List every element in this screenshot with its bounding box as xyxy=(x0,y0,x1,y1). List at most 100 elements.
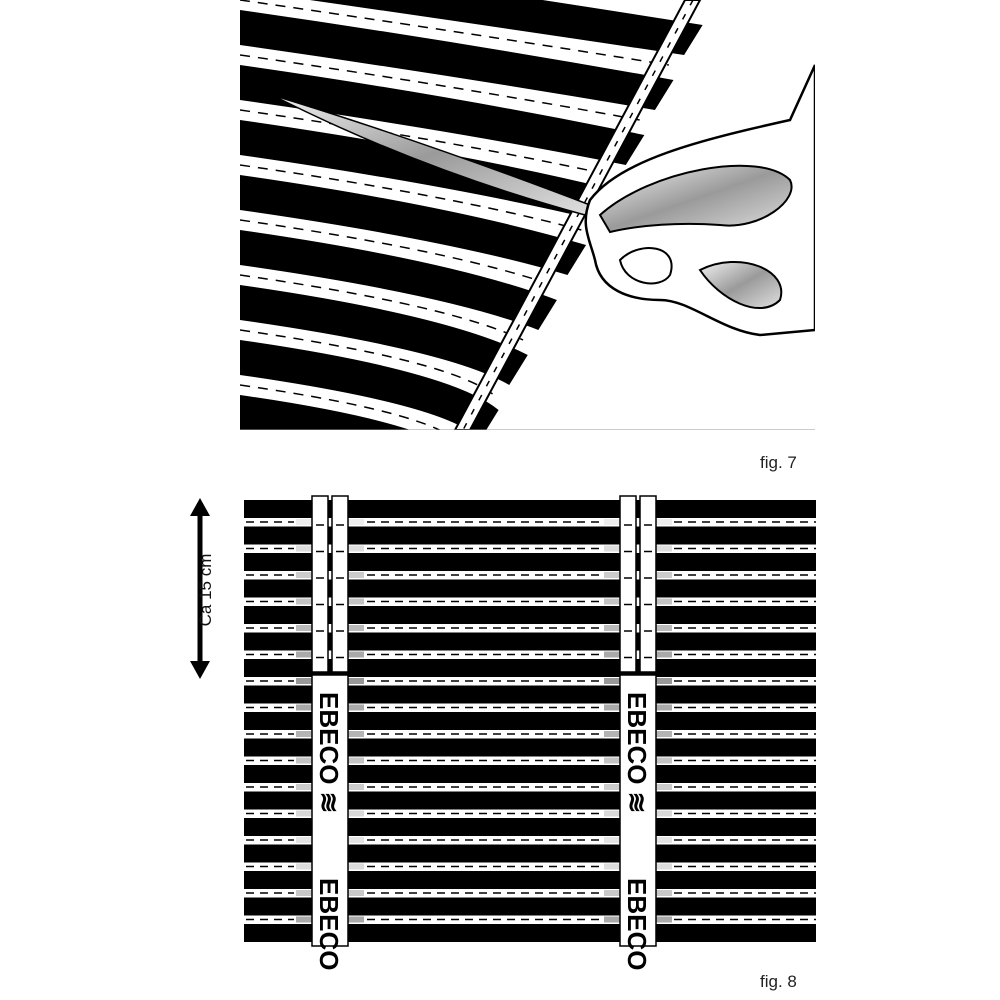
busbar xyxy=(331,495,349,673)
black-heating-strip xyxy=(240,230,557,330)
connection-tab xyxy=(604,572,620,578)
connection-tab xyxy=(604,678,620,684)
connection-tab xyxy=(348,863,364,870)
connection-tab xyxy=(348,810,364,817)
connection-tab xyxy=(296,572,312,578)
black-heating-strip xyxy=(244,526,816,545)
black-heating-strip xyxy=(244,579,816,598)
black-heating-strip xyxy=(244,712,816,730)
connection-tab xyxy=(296,784,312,790)
connection-tab xyxy=(604,651,620,658)
connection-tab xyxy=(348,572,364,578)
connection-tab xyxy=(348,731,364,737)
connection-tab xyxy=(348,519,364,525)
connection-tab xyxy=(656,651,672,658)
heating-film-stripes xyxy=(240,0,703,430)
scissor-handle-lower xyxy=(698,261,783,310)
brand-band xyxy=(619,674,657,947)
connection-tab xyxy=(296,598,312,605)
connection-tab xyxy=(656,625,672,631)
connection-tab xyxy=(656,757,672,764)
brand-band xyxy=(311,674,349,947)
connection-tab xyxy=(604,916,620,923)
connection-tab xyxy=(604,757,620,764)
strip-dashes xyxy=(240,164,582,231)
busbar-dashes xyxy=(462,0,694,430)
connection-tab xyxy=(348,625,364,631)
brand-logo-text: EBECO ≋ xyxy=(622,692,652,813)
black-heating-strip xyxy=(244,924,816,942)
strip-dashes xyxy=(240,329,495,396)
connection-tab xyxy=(296,757,312,764)
connection-tab xyxy=(296,678,312,684)
busbar xyxy=(619,495,637,673)
black-heating-strip xyxy=(240,65,645,165)
connection-tab xyxy=(604,784,620,790)
connection-tab xyxy=(656,810,672,817)
fig8-caption: fig. 8 xyxy=(760,972,797,991)
connection-tab xyxy=(296,519,312,525)
black-heating-strip xyxy=(244,500,816,518)
connection-tab xyxy=(296,625,312,631)
black-heating-strip xyxy=(244,844,816,863)
connection-tab xyxy=(604,810,620,817)
connection-tab xyxy=(656,704,672,711)
connection-tab xyxy=(656,784,672,790)
connection-tab xyxy=(656,916,672,923)
connection-tab xyxy=(656,890,672,896)
black-heating-strip xyxy=(244,871,816,889)
black-heating-strip xyxy=(240,340,499,430)
connection-tab xyxy=(604,625,620,631)
connection-tab xyxy=(348,678,364,684)
black-heating-strip xyxy=(244,606,816,624)
strip-dashes xyxy=(240,219,553,286)
connection-tab xyxy=(348,545,364,552)
connection-tab xyxy=(604,519,620,525)
connection-tab xyxy=(348,837,364,843)
connection-tab xyxy=(656,545,672,552)
connection-tab xyxy=(604,598,620,605)
connection-tab xyxy=(296,545,312,552)
connection-tab xyxy=(348,890,364,896)
black-heating-strip xyxy=(244,897,816,916)
black-heating-strip xyxy=(240,10,674,110)
scissor-handle xyxy=(598,164,793,234)
black-heating-strip xyxy=(244,632,816,651)
black-heating-strip xyxy=(244,765,816,783)
black-heating-strip xyxy=(244,818,816,836)
dimension-arrow xyxy=(190,498,210,679)
connection-tab xyxy=(604,704,620,711)
strip-dashes xyxy=(240,109,611,176)
strip-dashes xyxy=(240,384,442,430)
busbar xyxy=(639,495,657,673)
connection-tab xyxy=(604,863,620,870)
connection-tab xyxy=(656,519,672,525)
black-heating-strip xyxy=(244,659,816,677)
connection-tab xyxy=(348,916,364,923)
black-heating-strip xyxy=(240,175,587,275)
black-heating-strip xyxy=(240,395,411,430)
connection-tab xyxy=(656,572,672,578)
connection-tab xyxy=(348,784,364,790)
connection-tab xyxy=(604,731,620,737)
fig7-caption: fig. 7 xyxy=(760,453,797,472)
black-heating-strip xyxy=(309,0,703,55)
strip-dashes xyxy=(240,0,669,66)
connection-tab xyxy=(296,651,312,658)
black-heating-strip xyxy=(244,738,816,757)
connection-tab xyxy=(656,678,672,684)
connection-tab xyxy=(348,757,364,764)
brand-logo-text: EBECO xyxy=(622,878,652,970)
black-heating-strip xyxy=(240,285,528,385)
connection-tab xyxy=(604,890,620,896)
dimension-label: Ca 15 cm xyxy=(196,553,215,627)
thumb xyxy=(618,247,673,285)
connection-tab xyxy=(348,704,364,711)
connection-tab xyxy=(348,651,364,658)
arrow-up-icon xyxy=(190,498,210,516)
connection-tab xyxy=(656,598,672,605)
busbar xyxy=(311,495,329,673)
connection-tab xyxy=(296,810,312,817)
